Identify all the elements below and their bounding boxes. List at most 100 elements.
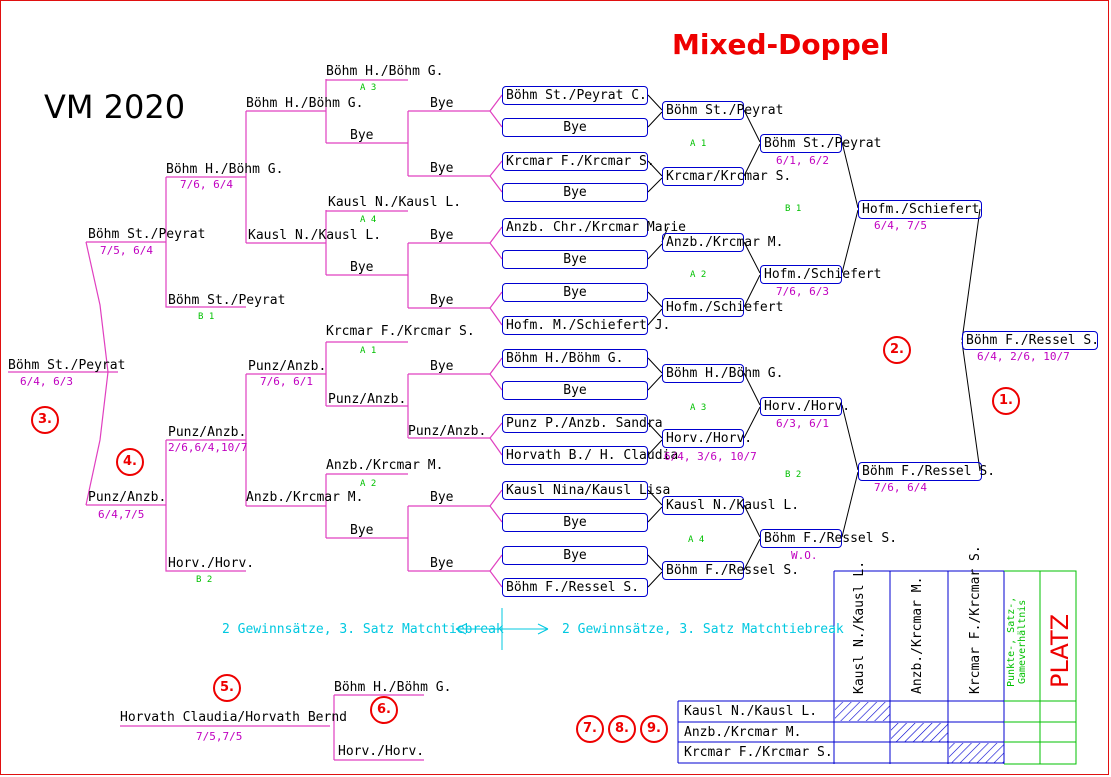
r1-box-9: Böhm H./Böhm G. bbox=[502, 349, 648, 368]
table-col-1: Kausl N./Kausl L. bbox=[852, 560, 867, 694]
r1-box-16: Böhm F./Ressel S. bbox=[502, 578, 648, 597]
r2-box-3: Anzb./Krcmar M. bbox=[662, 233, 783, 252]
l-r2-3: Punz/Anzb. bbox=[248, 359, 327, 374]
r3-score-2: 7/6, 6/3 bbox=[776, 285, 829, 298]
place-1: 1. bbox=[992, 387, 1020, 415]
r1-box-6: Bye bbox=[502, 250, 648, 269]
l-bye-1: Bye bbox=[430, 96, 454, 111]
l-bye-6: Bye bbox=[430, 293, 454, 308]
place-2: 2. bbox=[883, 336, 911, 364]
r2-box-4: Hofm./Schiefert bbox=[662, 298, 783, 317]
title: Mixed-Doppel bbox=[672, 28, 890, 61]
r2-box-5: Böhm H./Böhm G. bbox=[662, 364, 783, 383]
l-bye-3: Bye bbox=[430, 161, 454, 176]
l-code-a2: A 2 bbox=[360, 479, 377, 489]
r2-box-6: Horv./Horv. bbox=[662, 429, 752, 448]
l-r3-score-3: 2/6,6/4,10/7 bbox=[168, 441, 248, 454]
place-5: 5. bbox=[213, 674, 241, 702]
l-r1-1: Böhm H./Böhm G. bbox=[326, 64, 444, 79]
l-r3-2: Böhm St./Peyrat bbox=[168, 293, 286, 308]
r3-box-2: Hofm./Schiefert bbox=[760, 265, 881, 284]
l-r1-krcmar: Krcmar F./Krcmar S. bbox=[326, 324, 475, 339]
r1-box-11: Punz P./Anzb. Sandra bbox=[502, 414, 663, 433]
r1-box-13: Kausl Nina/Kausl Lisa bbox=[502, 481, 670, 500]
l-code-a3: A 3 bbox=[360, 83, 377, 93]
match56-bottom: Horv./Horv. bbox=[338, 744, 425, 759]
rule-right: 2 Gewinnsätze, 3. Satz Matchtiebreak bbox=[562, 622, 844, 637]
r1-box-14: Bye bbox=[502, 513, 648, 532]
table-col-2: Anzb./Krcmar M. bbox=[910, 576, 925, 694]
table-place-header: PLATZ bbox=[1046, 613, 1074, 688]
r1-box-12: Horvath B./ H. Claudia bbox=[502, 446, 678, 465]
table-row-2: Anzb./Krcmar M. bbox=[684, 725, 802, 740]
third-score: 6/4, 6/3 bbox=[20, 375, 73, 388]
r3-score-1: 6/1, 6/2 bbox=[776, 154, 829, 167]
l-r2-4: Anzb./Krcmar M. bbox=[246, 490, 364, 505]
r2-box-8: Böhm F./Ressel S. bbox=[662, 561, 799, 580]
l-r1-punz-1: Punz/Anzb. bbox=[328, 392, 407, 407]
r4-box-1: Hofm./Schiefert bbox=[858, 200, 982, 219]
table-col-3: Krcmar F./Krcmar S. bbox=[968, 545, 983, 694]
r1-box-7: Bye bbox=[502, 283, 648, 302]
l-r3-4: Horv./Horv. bbox=[168, 556, 255, 571]
l-bye-10: Bye bbox=[430, 556, 454, 571]
r1-box-4: Bye bbox=[502, 183, 648, 202]
final-score: 6/4, 2/6, 10/7 bbox=[977, 350, 1070, 363]
r3-code-1: B 1 bbox=[785, 204, 802, 214]
table-row-1: Kausl N./Kausl L. bbox=[684, 704, 818, 719]
l-code-b1: B 1 bbox=[198, 312, 215, 322]
r1-box-3: Krcmar F./Krcmar S. bbox=[502, 152, 655, 171]
r2-code-4: A 4 bbox=[688, 535, 705, 545]
table-points-header: Punkte-, Satz-, Gameverhältnis bbox=[1006, 596, 1028, 688]
r1-box-10: Bye bbox=[502, 381, 648, 400]
r2-code-3: A 3 bbox=[690, 403, 707, 413]
r2-box-1: Böhm St./Peyrat bbox=[662, 101, 783, 120]
place-9: 9. bbox=[640, 715, 668, 743]
final-box: Böhm F./Ressel S. bbox=[962, 331, 1099, 350]
r1-box-5: Anzb. Chr./Krcmar Marie bbox=[502, 218, 686, 237]
table-row-3: Krcmar F./Krcmar S. bbox=[684, 745, 833, 760]
place-8: 8. bbox=[608, 715, 636, 743]
place-4: 4. bbox=[116, 448, 144, 476]
place-7: 7. bbox=[576, 715, 604, 743]
l-r4-score-2: 6/4,7/5 bbox=[98, 508, 145, 521]
l-r1-anzb: Anzb./Krcmar M. bbox=[326, 458, 444, 473]
l-r4-1: Böhm St./Peyrat bbox=[88, 227, 206, 242]
l-r4-score-1: 7/5, 6/4 bbox=[100, 244, 153, 257]
l-bye-2: Bye bbox=[350, 128, 374, 143]
r2-score-1: 6/4, 3/6, 10/7 bbox=[664, 450, 757, 463]
r3-score-4: W.O. bbox=[791, 549, 818, 562]
r2-box-2: Krcmar/Krcmar S. bbox=[662, 167, 791, 186]
third-name: Böhm St./Peyrat bbox=[8, 358, 126, 373]
r4-score-2: 7/6, 6/4 bbox=[874, 481, 927, 494]
r3-box-4: Böhm F./Ressel S. bbox=[760, 529, 897, 548]
r1-box-1: Böhm St./Peyrat C. bbox=[502, 86, 648, 105]
r2-code-2: A 2 bbox=[690, 270, 707, 280]
r2-box-7: Kausl N./Kausl L. bbox=[662, 496, 799, 515]
r2-code-1: A 1 bbox=[690, 139, 707, 149]
l-bye-9: Bye bbox=[350, 523, 374, 538]
r3-box-1: Böhm St./Peyrat bbox=[760, 134, 881, 153]
event-label: VM 2020 bbox=[44, 88, 186, 126]
r1-box-2: Bye bbox=[502, 118, 648, 137]
l-bye-4: Bye bbox=[430, 228, 454, 243]
l-r1-punz-2: Punz/Anzb. bbox=[408, 424, 487, 439]
l-r2-score-3: 7/6, 6/1 bbox=[260, 375, 313, 388]
l-r3-score-1: 7/6, 6/4 bbox=[180, 178, 233, 191]
match56-left: Horvath Claudia/Horvath Bernd bbox=[120, 710, 347, 725]
rule-left: 2 Gewinnsätze, 3. Satz Matchtiebreak bbox=[222, 622, 504, 637]
l-r1-kausl: Kausl N./Kausl L. bbox=[328, 195, 462, 210]
match56-score: 7/5,7/5 bbox=[196, 730, 243, 743]
l-bye-8: Bye bbox=[430, 490, 454, 505]
l-r3-3: Punz/Anzb. bbox=[168, 425, 247, 440]
l-code-a4: A 4 bbox=[360, 215, 377, 225]
r1-box-8: Hofm. M./Schiefert J. bbox=[502, 316, 670, 335]
l-code-a1: A 1 bbox=[360, 346, 377, 356]
l-bye-7: Bye bbox=[430, 359, 454, 374]
l-bye-5: Bye bbox=[350, 260, 374, 275]
r4-score-1: 6/4, 7/5 bbox=[874, 219, 927, 232]
place-3: 3. bbox=[31, 406, 59, 434]
